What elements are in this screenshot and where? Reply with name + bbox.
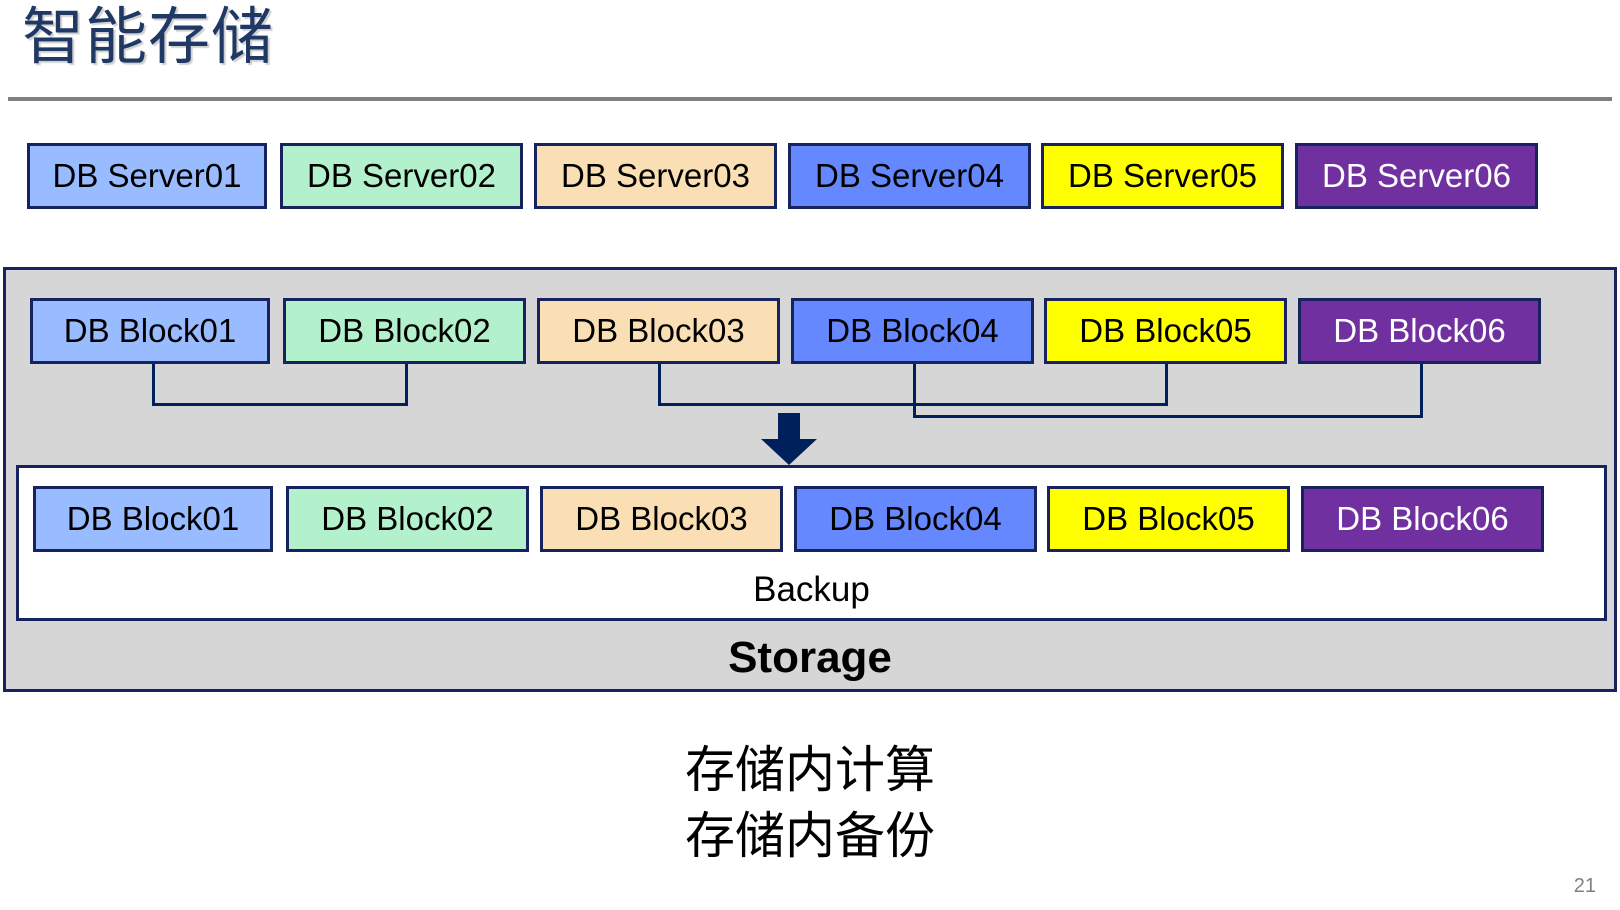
db-block-bottom-box-label: DB Block04 [829,500,1002,537]
db-block-bottom-box-5: DB Block05 [1047,486,1290,552]
storage-label: Storage [728,633,892,682]
db-block-top-box-1: DB Block01 [30,298,270,364]
db-block-top-box-label: DB Block01 [63,312,237,349]
db-server-box-1: DB Server01 [27,143,267,209]
db-server-box-2: DB Server02 [280,143,523,209]
db-block-bottom-box-label: DB Block02 [321,500,494,537]
page-number: 21 [1573,875,1596,897]
storage-container: DB Block01 DB Block02 DB Block03 DB Block04… [3,267,1617,692]
db-block-bottom-box-1: DB Block01 [33,486,273,552]
db-server-box-label: DB Server01 [52,157,242,194]
db-block-top-box-label: DB Block05 [1079,312,1252,349]
db-block-bottom-box-label: DB Block06 [1336,500,1509,537]
backup-box: DB Block01 DB Block02 DB Block03 DB Block04… [16,465,1607,621]
db-block-top-box-label: DB Block03 [572,312,745,349]
caption-block: 存储内计算 存储内备份 [0,737,1620,869]
down-arrow-icon [761,413,817,465]
db-block-top-box-3: DB Block03 [537,298,780,364]
connector-block01-block02 [152,364,408,406]
db-server-box-3: DB Server03 [534,143,777,209]
db-block-top-box-label: DB Block02 [318,312,491,349]
db-server-box-label: DB Server02 [307,157,496,194]
db-block-top-box-2: DB Block02 [283,298,526,364]
db-block-top-box-6: DB Block06 [1298,298,1541,364]
db-block-top-box-label: DB Block04 [826,312,999,349]
db-block-bottom-box-2: DB Block02 [286,486,529,552]
db-block-bottom-box-6: DB Block06 [1301,486,1544,552]
db-server-box-label: DB Server06 [1322,157,1511,194]
db-block-bottom-box-label: DB Block03 [575,500,748,537]
db-block-bottom-box-3: DB Block03 [540,486,783,552]
title-divider [8,97,1612,101]
db-block-bottom-box-label: DB Block01 [66,500,240,537]
db-server-box-label: DB Server05 [1068,157,1257,194]
db-server-box-4: DB Server04 [788,143,1031,209]
caption-line-2: 存储内备份 [685,808,935,864]
caption-line-1: 存储内计算 [685,742,935,798]
db-block-top-box-5: DB Block05 [1044,298,1287,364]
db-block-bottom-box-label: DB Block05 [1082,500,1255,537]
db-server-box-6: DB Server06 [1295,143,1538,209]
connector-block04-block06 [913,364,1423,418]
db-block-bottom-box-4: DB Block04 [794,486,1037,552]
db-server-box-label: DB Server04 [815,157,1004,194]
db-block-top-box-4: DB Block04 [791,298,1034,364]
db-server-box-label: DB Server03 [561,157,750,194]
db-block-top-box-label: DB Block06 [1333,312,1506,349]
db-server-box-5: DB Server05 [1041,143,1284,209]
page-title: 智能存储 [22,3,275,72]
backup-label: Backup [753,570,870,609]
